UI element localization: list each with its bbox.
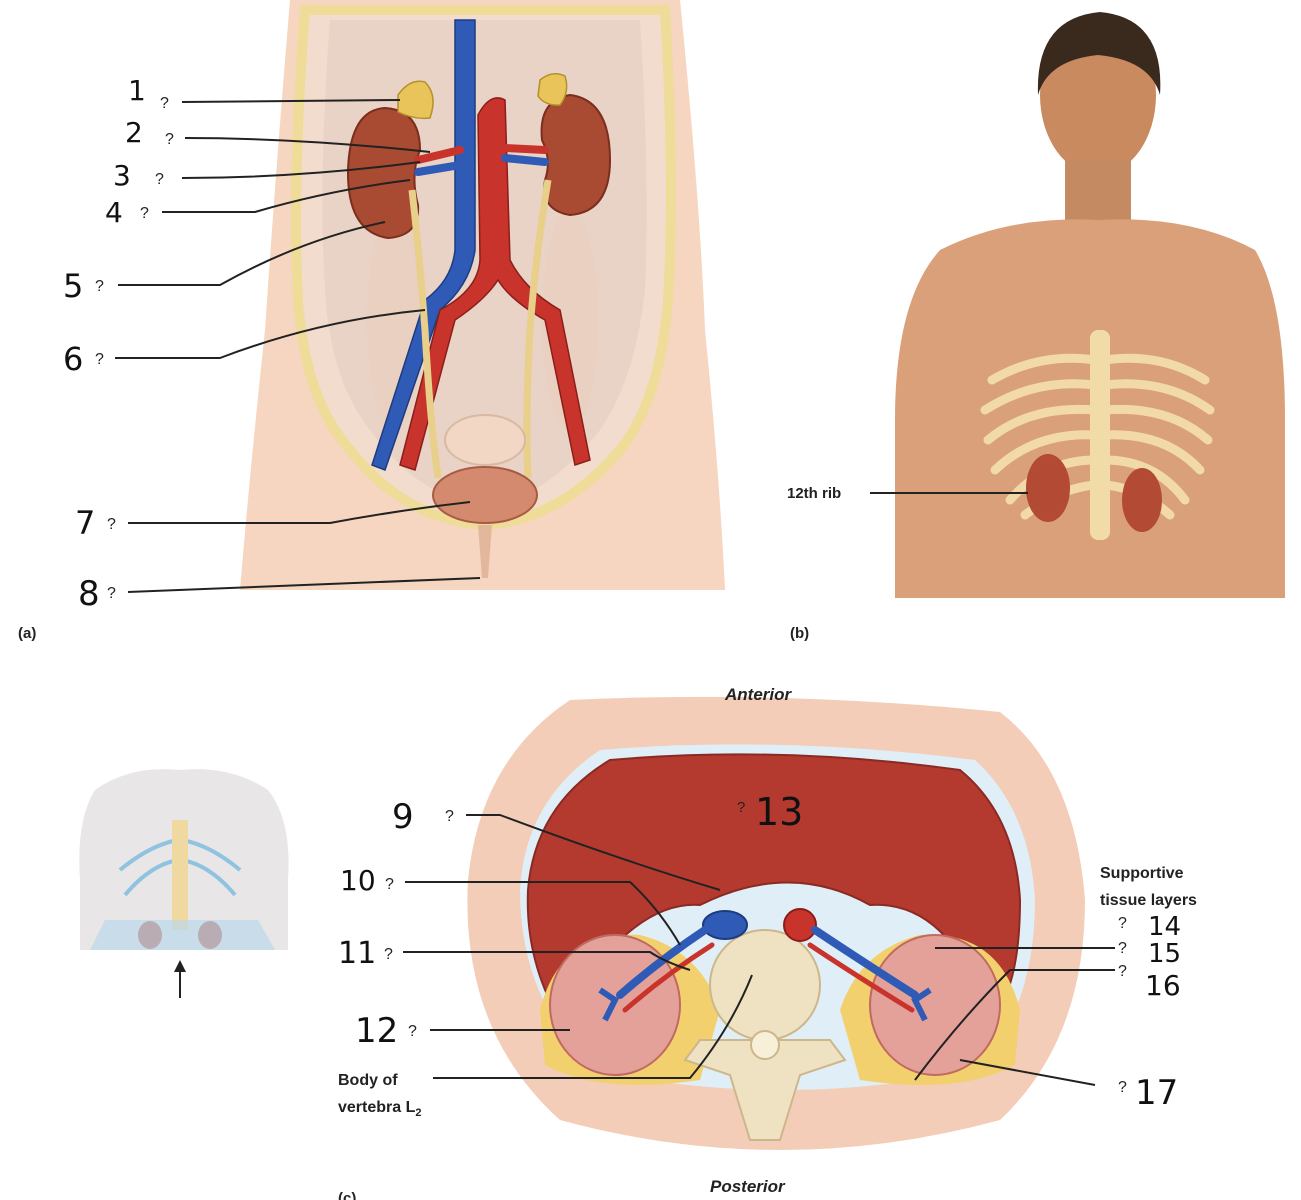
supportive-tissue-label-line2: tissue layers [1100, 892, 1197, 909]
panel-a-illustration [240, 0, 725, 590]
panel-a-leader-lines [115, 99, 481, 593]
callout-6-mark: ? [95, 351, 104, 368]
panel-a-tag: (a) [18, 625, 36, 642]
callout-16-mark: ? [1118, 963, 1127, 980]
panel-b-tag: (b) [790, 625, 809, 642]
callout-4-number: 4 [105, 196, 123, 229]
callout-16-number: 16 [1145, 969, 1181, 1002]
callout-17-number: 17 [1135, 1073, 1178, 1113]
callout-1-number: 1 [128, 74, 146, 107]
callout-12-mark: ? [408, 1023, 417, 1040]
callout-10-mark: ? [385, 876, 394, 893]
callout-9-number: 9 [392, 797, 414, 837]
vertebral-body [709, 929, 821, 1041]
spine [1090, 330, 1110, 540]
hair [1037, 12, 1161, 95]
callout-4-mark: ? [140, 205, 149, 222]
callout-3-number: 3 [113, 159, 131, 192]
vertebra-label-line1: Body of [338, 1072, 398, 1089]
urethra [478, 525, 492, 578]
callout-9-mark: ? [445, 808, 454, 825]
callout-6-number: 6 [63, 340, 83, 378]
callout-3-mark: ? [155, 171, 164, 188]
callout-17-mark: ? [1118, 1079, 1127, 1096]
panel-c-labels: Anterior Posterior Supportive tissue lay… [338, 685, 1197, 1200]
callout-5-mark: ? [95, 278, 104, 295]
callout-10-number: 10 [340, 864, 376, 897]
vertebra-label-line2: vertebra L2 [338, 1099, 422, 1119]
section-inferior-vena-cava [702, 910, 748, 940]
urinary-bladder [432, 466, 538, 524]
ribcage [980, 353, 1215, 520]
twelfth-rib-label: 12th rib [787, 485, 841, 502]
inferior-vena-cava [371, 19, 476, 471]
left-adrenal-gland [397, 80, 434, 120]
right-adrenal-gland [537, 73, 568, 106]
callout-7-mark: ? [107, 516, 116, 533]
panel-c-tag: (c) [338, 1190, 356, 1200]
callout-15-number: 15 [1148, 939, 1181, 969]
right-kidney [540, 93, 612, 217]
back-right-kidney [1122, 468, 1162, 532]
anterior-label: Anterior [724, 685, 793, 704]
callout-8-mark: ? [107, 585, 116, 602]
section-aorta [783, 908, 817, 942]
callout-7-number: 7 [75, 504, 95, 542]
back-left-kidney [1026, 454, 1070, 522]
cross-section-illustration [467, 696, 1085, 1150]
section-right-kidney [869, 934, 1001, 1076]
posterior-label: Posterior [710, 1177, 786, 1196]
callout-13-number: 13 [755, 790, 803, 834]
callout-8-number: 8 [78, 574, 100, 614]
panel-b-labels: 12th rib (b) [787, 485, 1028, 642]
callout-14-number: 14 [1148, 912, 1181, 942]
left-ureter [408, 189, 442, 479]
left-kidney [346, 106, 422, 240]
callout-11-mark: ? [384, 946, 393, 963]
panel-a-callouts: 1 ? 2 ? 3 ? 4 ? 5 ? 6 ? 7 ? 8 ? (a) [18, 74, 174, 642]
right-ureter [523, 179, 552, 479]
panel-c-leader-lines [403, 814, 1115, 1086]
liver [526, 753, 1022, 1022]
callout-5-number: 5 [63, 267, 83, 305]
callout-2-mark: ? [165, 131, 174, 148]
callout-2-number: 2 [125, 116, 143, 149]
callout-1-mark: ? [160, 95, 169, 112]
supportive-tissue-label-line1: Supportive [1100, 865, 1184, 882]
callout-15-mark: ? [1118, 940, 1127, 957]
callout-12-number: 12 [355, 1011, 398, 1051]
panel-b-illustration [895, 12, 1285, 598]
abdominal-aorta [399, 97, 591, 471]
callout-11-number: 11 [338, 936, 376, 971]
callout-13-mark: ? [737, 799, 745, 816]
orientation-figure [79, 769, 289, 998]
callout-14-mark: ? [1118, 915, 1127, 932]
